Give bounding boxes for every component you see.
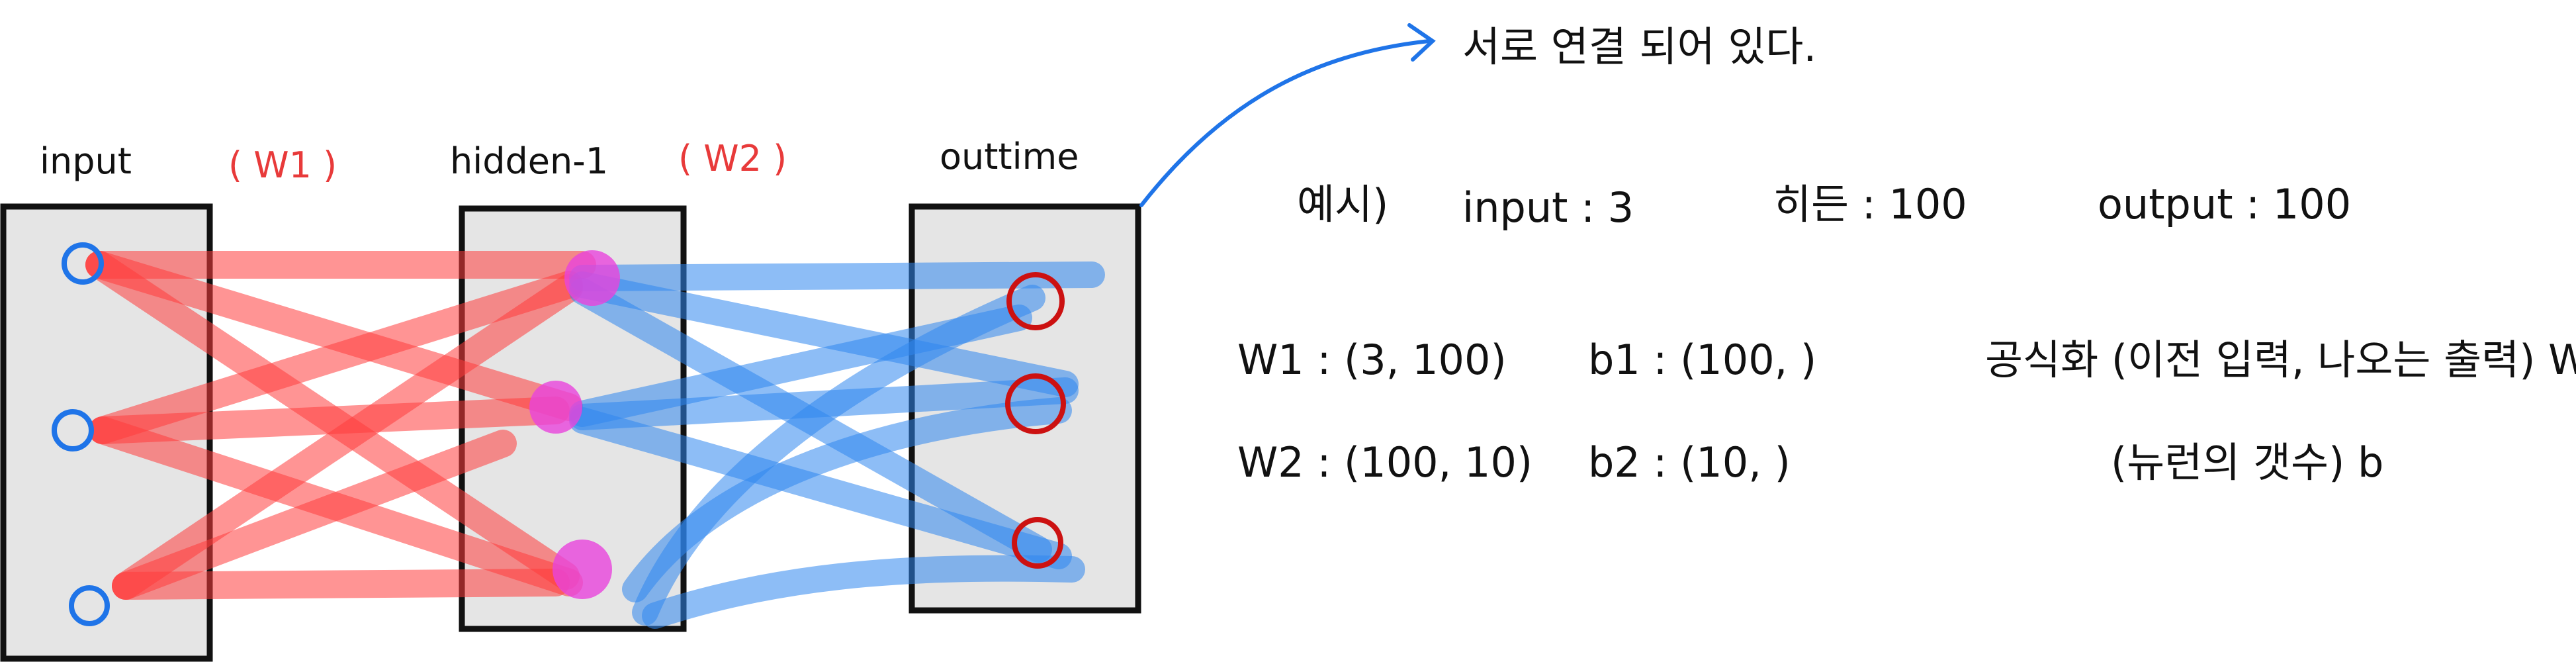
w1-edge-2-2 bbox=[89, 397, 570, 444]
w1-connections bbox=[85, 251, 596, 600]
example-output: output : 100 bbox=[2098, 180, 2351, 228]
b1-shape: b1 : (100, ) bbox=[1588, 336, 1816, 384]
input-layer-label: input bbox=[40, 140, 132, 182]
arrow-curve bbox=[1139, 39, 1431, 207]
w1-edge-1-2 bbox=[85, 251, 583, 421]
connected-note: 서로 연결 되어 있다. bbox=[1462, 23, 1816, 71]
output-nodes bbox=[1005, 272, 1066, 569]
input-node-2 bbox=[52, 409, 94, 451]
w1-label: ( W1 ) bbox=[228, 144, 337, 186]
w1-edge-3-3 bbox=[112, 569, 570, 600]
hidden-nodes bbox=[529, 250, 620, 599]
input-node-3 bbox=[69, 585, 110, 626]
w2-edge-3-3 bbox=[642, 555, 1085, 629]
w2-connections bbox=[569, 261, 1105, 629]
example-hidden: 히든 : 100 bbox=[1773, 180, 1967, 228]
hidden-node-3 bbox=[553, 540, 612, 599]
hidden-layer-label: hidden-1 bbox=[450, 140, 608, 182]
example-input: input : 3 bbox=[1462, 183, 1634, 232]
neuron-count-note: (뉴런의 갯수) b bbox=[2111, 438, 2383, 487]
arrow-head-icon bbox=[1407, 23, 1436, 62]
input-node-1 bbox=[62, 242, 104, 285]
w1-edge-3-2 bbox=[112, 430, 517, 600]
w1-shape: W1 : (3, 100) bbox=[1237, 336, 1507, 384]
hidden-node-1 bbox=[564, 250, 620, 306]
w2-edge-1-1 bbox=[569, 261, 1105, 291]
hidden-node-2 bbox=[529, 381, 582, 434]
output-node-1 bbox=[1006, 272, 1065, 330]
w2-edge-1-2 bbox=[569, 271, 1079, 397]
output-node-2 bbox=[1005, 373, 1066, 434]
w2-shape: W2 : (100, 10) bbox=[1237, 438, 1532, 487]
w2-edge-2-3 bbox=[569, 407, 1072, 569]
w2-edge-3-2 bbox=[622, 397, 1072, 602]
b2-shape: b2 : (10, ) bbox=[1588, 438, 1791, 487]
input-nodes bbox=[52, 242, 110, 626]
w1-edge-3-1 bbox=[112, 274, 583, 600]
w2-label: ( W2 ) bbox=[678, 138, 787, 179]
output-node-3 bbox=[1012, 517, 1063, 569]
example-label: 예시) bbox=[1297, 180, 1388, 228]
output-layer-label: outtime bbox=[940, 136, 1079, 177]
formula-note: 공식화 (이전 입력, 나오는 출력) W bbox=[1985, 336, 2576, 384]
w1-edge-2-1 bbox=[89, 271, 583, 444]
annotation-arrow bbox=[1139, 23, 1436, 207]
